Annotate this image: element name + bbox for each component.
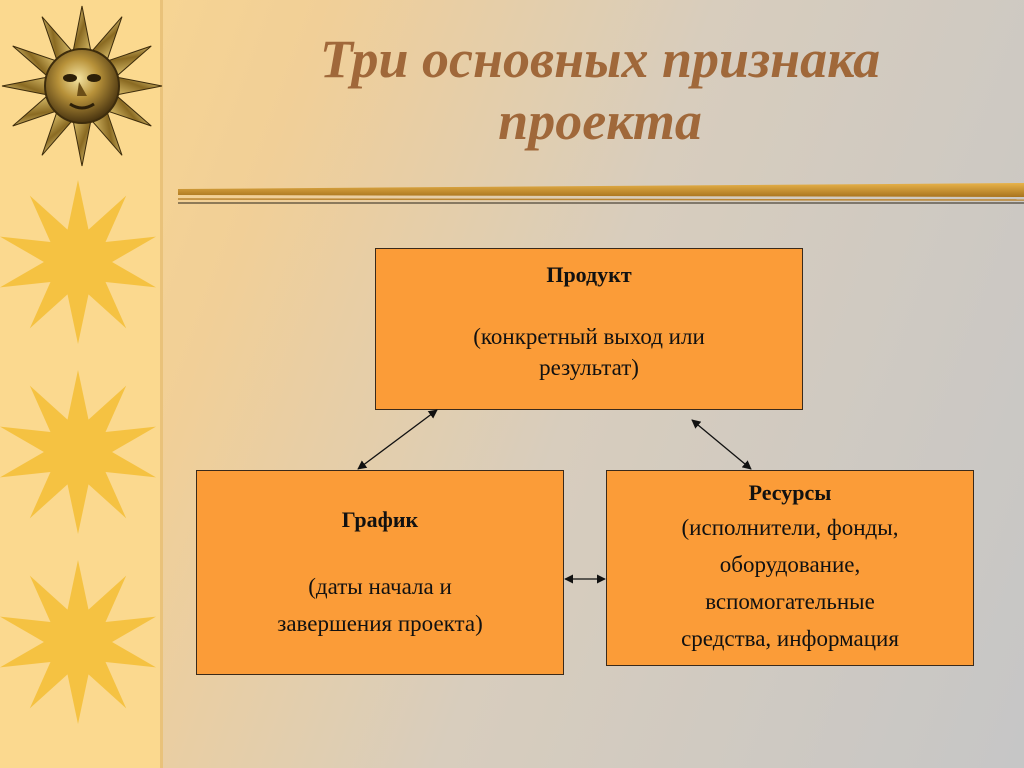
edge-product-resources bbox=[691, 419, 752, 470]
node-product-title: Продукт bbox=[546, 262, 632, 287]
sun-decorations bbox=[0, 5, 163, 724]
node-product: Продукт (конкретный выход или результат) bbox=[375, 248, 803, 410]
side-strip-edge bbox=[160, 0, 163, 768]
node-schedule-desc-line2: завершения проекта) bbox=[277, 611, 483, 636]
sun-icon bbox=[0, 560, 156, 724]
sun-icon bbox=[0, 370, 156, 534]
node-schedule-title: График bbox=[341, 507, 419, 532]
edge-product-schedule bbox=[357, 409, 438, 470]
node-resources-desc-line2: оборудование, bbox=[719, 552, 861, 577]
slide-title-line1: Три основных признака bbox=[319, 29, 881, 89]
title-underline bbox=[178, 183, 1024, 204]
slide-title: Три основных признака проекта bbox=[180, 28, 1020, 152]
node-product-desc-line1: (конкретный выход или bbox=[473, 324, 705, 349]
node-resources: Ресурсы (исполнители, фонды, оборудовани… bbox=[606, 470, 974, 666]
sun-face-icon bbox=[1, 5, 163, 167]
node-schedule: График (даты начала и завершения проекта… bbox=[196, 470, 564, 675]
slide-title-line2: проекта bbox=[498, 91, 702, 151]
sun-icon bbox=[0, 180, 156, 344]
node-product-desc-line2: результат) bbox=[539, 355, 639, 380]
node-resources-desc-line4: средства, информация bbox=[681, 626, 899, 651]
node-resources-desc-line3: вспомогательные bbox=[705, 589, 875, 614]
node-schedule-desc-line1: (даты начала и bbox=[308, 574, 452, 599]
node-resources-title: Ресурсы bbox=[748, 480, 832, 505]
node-resources-desc-line1: (исполнители, фонды, bbox=[681, 515, 899, 540]
